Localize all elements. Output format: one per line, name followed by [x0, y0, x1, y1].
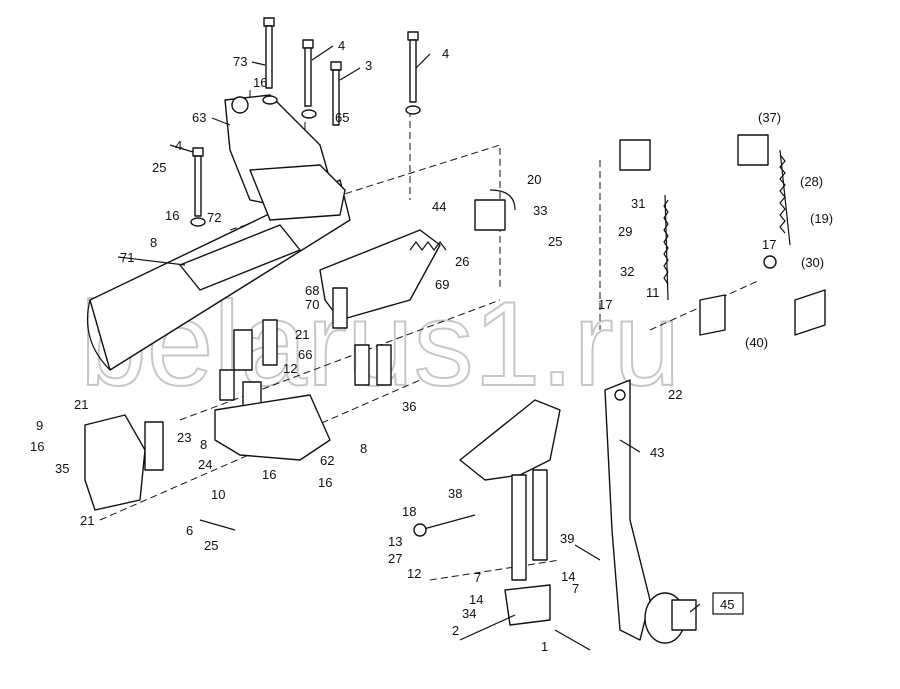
callout-label: 22: [668, 387, 682, 402]
callout-label: 69: [435, 277, 449, 292]
callout-label: 4: [338, 38, 345, 53]
plate-62: [214, 394, 331, 461]
callout-label: 66: [298, 347, 312, 362]
callout-label: 72: [207, 210, 221, 225]
callout-label: 7: [572, 581, 579, 596]
callout-label: 16: [30, 439, 44, 454]
callout-label: 14: [469, 592, 483, 607]
clevis-33: [474, 189, 516, 231]
jack-bracket-38: [459, 399, 561, 626]
callout-label: 39: [560, 531, 574, 546]
leader-lines: [117, 45, 701, 613]
callout-label: 32: [620, 264, 634, 279]
callout-label-boxed: 45: [720, 597, 734, 612]
callout-label: (28): [800, 174, 823, 189]
callout-label: 8: [360, 441, 367, 456]
callout-label: 68: [305, 283, 319, 298]
callout-label: 62: [320, 453, 334, 468]
callout-label: 43: [650, 445, 664, 460]
callout-label: 4: [175, 138, 182, 153]
callout-label: 34: [462, 606, 476, 621]
callout-label: 65: [335, 110, 349, 125]
callout-label: 11: [646, 285, 660, 300]
callout-label: 38: [448, 486, 462, 501]
callout-label: 18: [402, 504, 416, 519]
callout-label: 16: [165, 208, 179, 223]
bracket-63: [224, 94, 346, 221]
callout-label: 17: [598, 297, 612, 312]
callout-label: 17: [762, 237, 776, 252]
callout-label: 25: [204, 538, 218, 553]
callout-label: 20: [527, 172, 541, 187]
callout-label: 6: [186, 523, 193, 538]
callout-label: 23: [177, 430, 191, 445]
callout-label: (40): [745, 335, 768, 350]
callout-label: 1: [541, 639, 548, 654]
bracket-35: [84, 414, 146, 511]
callout-label: 13: [388, 534, 402, 549]
callout-label: 26: [455, 254, 469, 269]
plate-69: [319, 229, 447, 321]
support-arm-43: [604, 379, 697, 644]
callout-label: 8: [150, 235, 157, 250]
callout-label: 35: [55, 461, 69, 476]
callout-label: 44: [432, 199, 446, 214]
callout-label: 14: [561, 569, 575, 584]
callout-label: 8: [200, 437, 207, 452]
callout-label: 21: [80, 513, 94, 528]
callout-label: 16: [262, 467, 276, 482]
callout-label: 16: [253, 75, 267, 90]
chains: [619, 134, 826, 336]
callout-label: 27: [388, 551, 402, 566]
pins-lower: [199, 514, 591, 651]
callout-label: 4: [442, 46, 449, 61]
callout-label: 73: [233, 54, 247, 69]
callout-label: 33: [533, 203, 547, 218]
callout-label: (30): [801, 255, 824, 270]
callout-label: 36: [402, 399, 416, 414]
callout-label: 25: [548, 234, 562, 249]
callout-box-45: [712, 592, 744, 615]
drawbar-frame-beam: [86, 179, 351, 371]
callout-label: 21: [295, 327, 309, 342]
callout-label: 25: [152, 160, 166, 175]
callout-label: 31: [631, 196, 645, 211]
callout-label: 71: [120, 250, 134, 265]
callout-label: 2: [452, 623, 459, 638]
callout-label: 9: [36, 418, 43, 433]
callout-label: 7: [474, 570, 481, 585]
callout-label: 29: [618, 224, 632, 239]
callout-label: (37): [758, 110, 781, 125]
bolts-top: [190, 17, 421, 227]
callout-labels: 73 4 3 4 16 63 65 4 25 16 72 8 71 20 33 …: [30, 38, 833, 654]
callout-label: 12: [283, 361, 297, 376]
callout-label: 10: [211, 487, 225, 502]
callout-label: (19): [810, 211, 833, 226]
callout-label: 21: [74, 397, 88, 412]
callout-label: 24: [198, 457, 212, 472]
callout-label: 16: [318, 475, 332, 490]
callout-label: 3: [365, 58, 372, 73]
callout-label: 63: [192, 110, 206, 125]
callout-label: 12: [407, 566, 421, 581]
callout-label: 70: [305, 297, 319, 312]
